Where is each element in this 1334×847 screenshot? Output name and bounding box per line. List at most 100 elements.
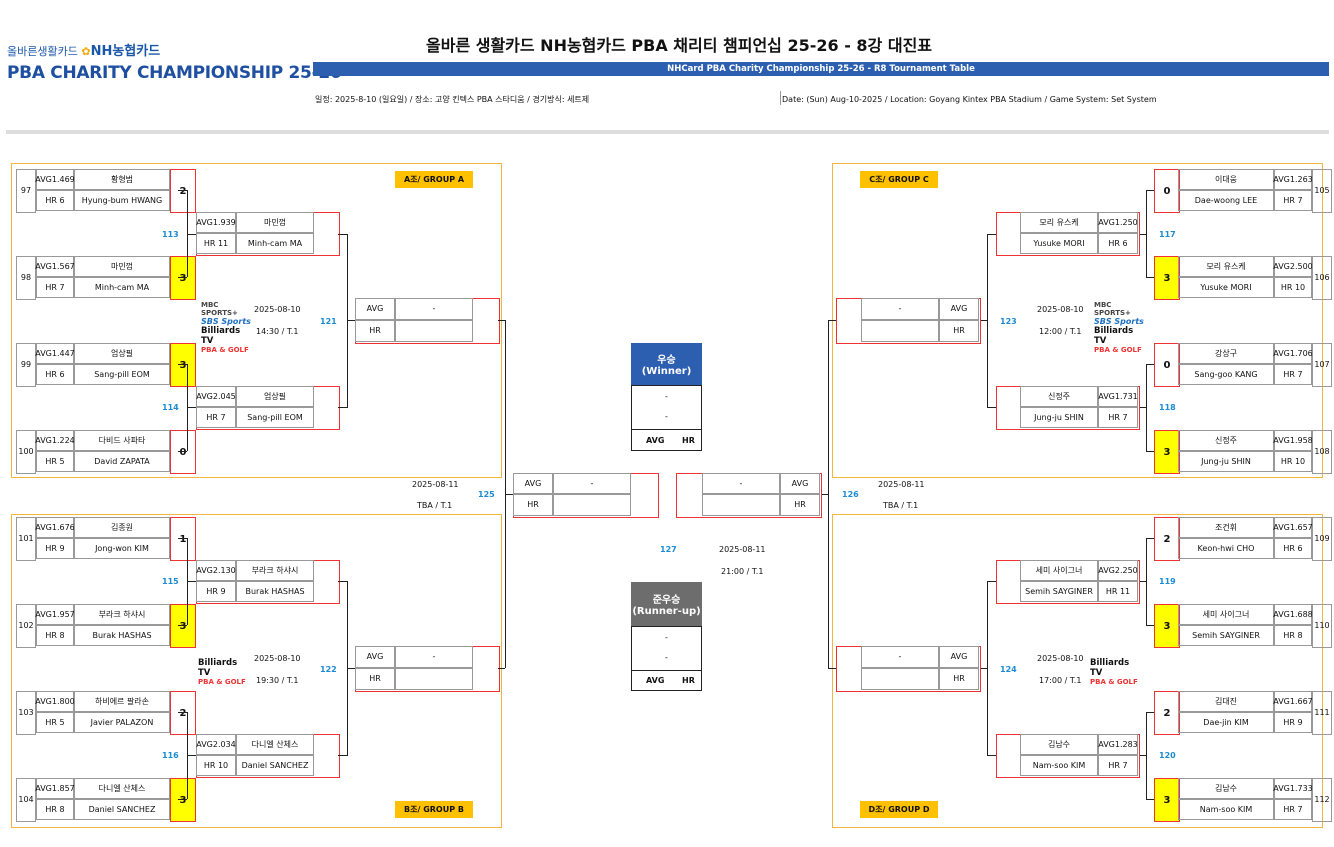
- match-date: 2025-08-11: [412, 480, 459, 489]
- winner-name: -: [665, 392, 668, 401]
- player-name-en: Hyung-bum HWANG: [74, 190, 170, 211]
- card-frame: [836, 646, 981, 692]
- player-name-en: Sang-pill EOM: [74, 364, 170, 385]
- player-name-en: Javier PALAZON: [74, 712, 170, 733]
- match-time: 21:00 / T.1: [721, 567, 764, 576]
- slot-name: -: [861, 298, 939, 320]
- bracket-line: [1138, 581, 1146, 582]
- seed-number: 99: [16, 343, 36, 387]
- broadcaster-logos-b: Billiards TV PBA & GOLF: [198, 658, 248, 686]
- runnerup-label: 준우승: [652, 595, 681, 606]
- player-avg: AVG1.957: [35, 604, 75, 625]
- player-name-ko: 모리 유스케: [1178, 256, 1274, 277]
- player-name-en: Jong-won KIM: [74, 538, 170, 559]
- player-score: 0: [1154, 343, 1180, 387]
- player-avg: AVG1.733: [1273, 778, 1313, 799]
- group-d-label: D조/ GROUP D: [860, 801, 938, 818]
- player-name-ko: 황형범: [74, 169, 170, 190]
- player-name-en: Semih SAYGINER: [1020, 581, 1098, 602]
- player-avg: AVG1.857: [35, 778, 75, 799]
- group-c-label: C조/ GROUP C: [860, 171, 938, 188]
- player-name-en: Burak HASHAS: [236, 581, 314, 602]
- seed-number: 98: [16, 256, 36, 300]
- bracket-line: [987, 407, 996, 408]
- bracket-line: [178, 799, 187, 800]
- player-name-ko: 다니엘 산체스: [236, 734, 314, 755]
- info-korean: 일정: 2025-8-10 (일요일) / 장소: 고양 킨텍스 PBA 스타디…: [315, 95, 590, 104]
- player-avg: AVG1.657: [1273, 517, 1313, 538]
- broadcaster-logos-c: MBC SPORTS+ SBS Sports Billiards TV PBA …: [1094, 301, 1144, 354]
- bracket-line: [1146, 364, 1147, 451]
- player-avg: AVG1.263: [1273, 169, 1313, 190]
- winner-name-en: -: [665, 412, 668, 421]
- bracket-line: [828, 668, 836, 669]
- seed-number: 105: [1312, 169, 1332, 213]
- subtitle-bar: NHCard PBA Charity Championship 25-26 - …: [313, 62, 1329, 76]
- player-name-ko: 신정주: [1020, 386, 1098, 407]
- player-avg: AVG1.567: [35, 256, 75, 277]
- runnerup-name-en: -: [665, 653, 668, 662]
- match-number: 124: [1000, 665, 1017, 674]
- slot-name-en: [395, 668, 473, 690]
- bracket-line: [979, 668, 987, 669]
- match-number: 114: [162, 403, 179, 412]
- match-number: 127: [660, 545, 677, 554]
- bracket-line: [178, 712, 187, 713]
- player-name-en: Daniel SANCHEZ: [74, 799, 170, 820]
- player-avg: AVG1.688: [1273, 604, 1313, 625]
- billiards-tv-logo: Billiards TV: [201, 326, 241, 346]
- card-frame: [196, 386, 340, 430]
- sbs-sports-logo: SBS Sports: [201, 317, 251, 326]
- player-name-en: Jung-ju SHIN: [1020, 407, 1098, 428]
- runnerup-box: 준우승 (Runner-up) - - AVG HR: [631, 582, 702, 691]
- mbc-sports-logo: MBC SPORTS+: [201, 301, 238, 317]
- player-score: 2: [170, 169, 196, 213]
- player-avg: AVG1.800: [35, 691, 75, 712]
- player-avg: AVG1.706: [1273, 343, 1313, 364]
- bracket-line: [1138, 755, 1146, 756]
- bracket-line: [347, 320, 355, 321]
- bracket-line: [987, 581, 988, 756]
- player-hr: HR 7: [1274, 364, 1312, 385]
- bracket-line: [828, 320, 836, 321]
- pba-golf-logo: PBA & GOLF: [1090, 678, 1138, 686]
- seed-number: 112: [1312, 778, 1332, 822]
- player-name-en: Minh-cam MA: [74, 277, 170, 298]
- player-hr: HR 7: [36, 277, 74, 298]
- player-score: 1: [170, 517, 196, 561]
- player-avg: AVG1.731: [1098, 386, 1138, 407]
- bracket-line: [1146, 451, 1154, 452]
- player-avg: AVG1.224: [35, 430, 75, 451]
- bracket-line: [1146, 799, 1154, 800]
- player-avg: AVG2.045: [196, 386, 236, 407]
- bracket-line: [828, 320, 829, 668]
- player-hr: HR 5: [36, 712, 74, 733]
- bracket-line: [187, 755, 196, 756]
- player-name-ko: 엄상필: [74, 343, 170, 364]
- card-frame: [196, 212, 340, 256]
- slot-name: -: [395, 646, 473, 668]
- slot-name: -: [861, 646, 939, 668]
- bracket-line: [347, 234, 348, 408]
- player-hr: HR 7: [1098, 755, 1138, 776]
- bracket-line: [187, 581, 196, 582]
- group-b-label: B조/ GROUP B: [395, 801, 473, 818]
- runnerup-avg: AVG: [646, 676, 665, 685]
- slot-hr: HR: [355, 668, 395, 690]
- runnerup-header: 준우승 (Runner-up): [631, 582, 702, 626]
- seed-number: 111: [1312, 691, 1332, 735]
- match-number: 117: [1159, 230, 1176, 239]
- player-avg: AVG2.034: [196, 734, 236, 755]
- match-number: 116: [162, 751, 179, 760]
- bracket-line: [987, 581, 996, 582]
- match-number: 123: [1000, 317, 1017, 326]
- player-name-en: Minh-cam MA: [236, 233, 314, 254]
- winner-box: 우승 (Winner) - - AVG HR: [631, 343, 702, 451]
- slot-name: -: [395, 298, 473, 320]
- player-name-ko: 부라크 하샤시: [236, 560, 314, 581]
- match-date: 2025-08-11: [719, 545, 766, 554]
- bracket-line: [979, 320, 987, 321]
- player-score: 3: [1154, 256, 1180, 300]
- slot-hr: HR: [939, 668, 979, 690]
- broadcaster-logos-a: MBC SPORTS+ SBS Sports Billiards TV PBA …: [201, 301, 251, 354]
